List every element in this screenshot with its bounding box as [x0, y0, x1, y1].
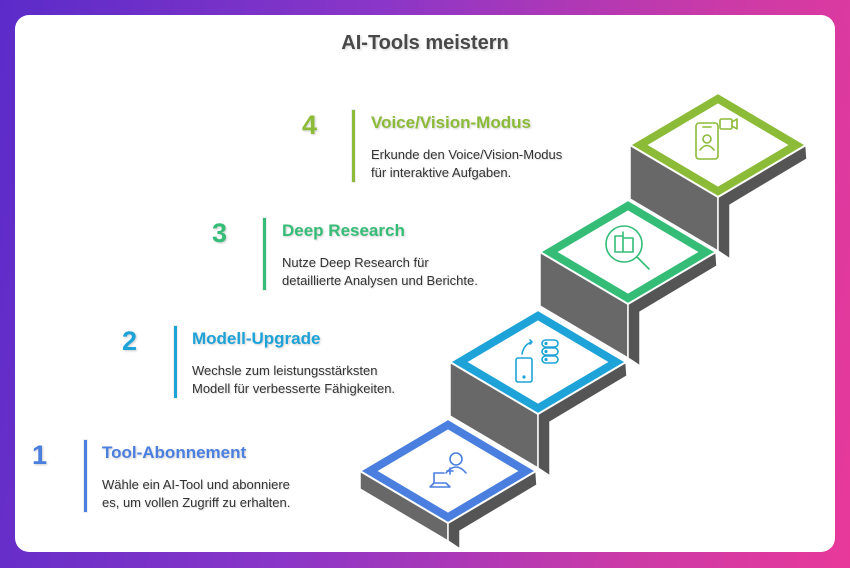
step-description: für interaktive Aufgaben. — [371, 165, 512, 180]
step-description: Wähle ein AI-Tool und abonniere — [102, 477, 290, 492]
step-4 — [628, 91, 808, 261]
step-top-inner — [467, 320, 609, 404]
step-title: Modell-Upgrade — [192, 329, 321, 348]
step-description: Erkunde den Voice/Vision-Modus — [371, 147, 563, 162]
step-divider — [84, 440, 87, 512]
phone-video-call-icon — [695, 118, 738, 160]
step-title: Deep Research — [282, 221, 405, 240]
magnifier-research-icon — [605, 225, 650, 270]
user-add-laptop-icon — [429, 452, 467, 488]
step-number: 2 — [122, 326, 138, 356]
step-description: Nutze Deep Research für — [282, 255, 429, 270]
step-divider — [174, 326, 177, 398]
page-title: AI-Tools meistern — [341, 32, 509, 54]
step-number: 4 — [302, 110, 318, 140]
step-title: Voice/Vision-Modus — [371, 113, 531, 132]
step-divider — [352, 110, 355, 182]
step-description: es, um vollen Zugriff zu erhalten. — [102, 495, 291, 510]
phone-server-sync-icon — [515, 339, 559, 383]
step-3 — [538, 198, 718, 368]
step-description: Modell für verbesserte Fähigkeiten. — [192, 381, 396, 396]
step-2 — [448, 308, 628, 478]
step-description: Wechsle zum leistungsstärksten — [192, 363, 378, 378]
step-number: 3 — [212, 218, 228, 248]
step-description: detaillierte Analysen und Berichte. — [282, 273, 478, 288]
step-number: 1 — [32, 440, 48, 470]
step-divider — [263, 218, 266, 290]
step-1 — [358, 417, 538, 551]
step-title: Tool-Abonnement — [102, 443, 247, 462]
